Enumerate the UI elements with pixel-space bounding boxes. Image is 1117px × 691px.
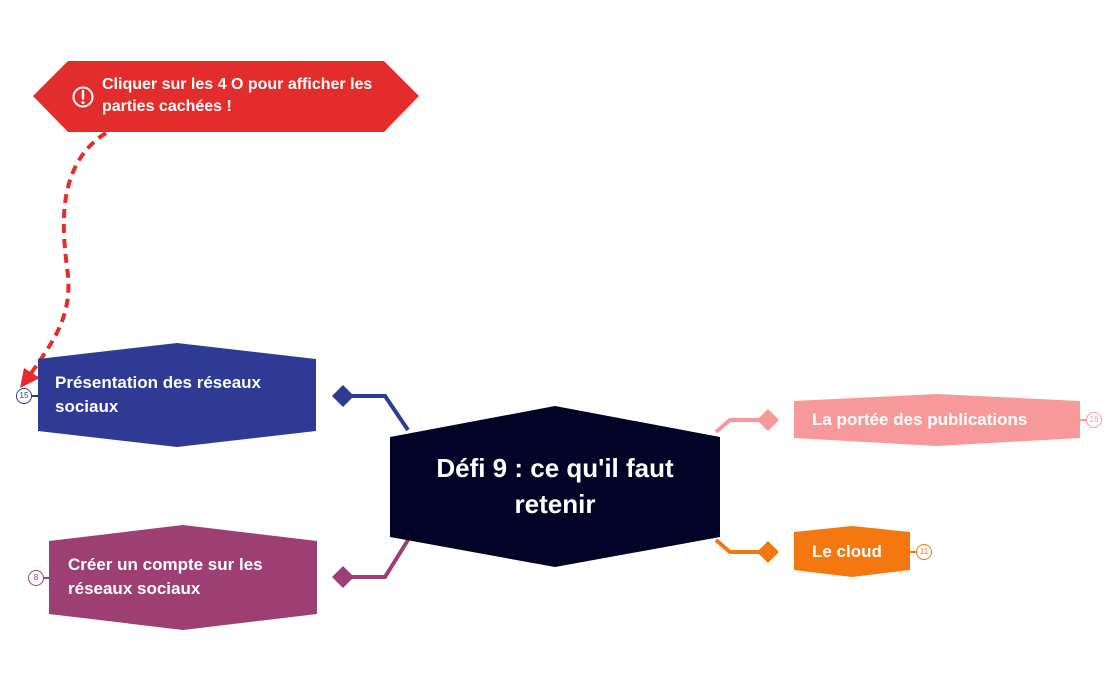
topic-presentation-shape[interactable] (38, 343, 316, 447)
expand-badge-creer-compte[interactable]: 8 (28, 570, 44, 586)
expand-badge-portee[interactable]: 16 (1086, 412, 1102, 428)
diamond-creer-compte (332, 566, 354, 588)
topic-creer-compte-label: Créer un compte sur les réseaux sociaux (68, 555, 263, 598)
expand-badge-presentation[interactable]: 15 (16, 388, 32, 404)
topic-portee-label: La portée des publications (812, 410, 1028, 429)
diamond-portee (757, 409, 779, 431)
central-topic-shape[interactable] (390, 406, 720, 567)
connector-presentation (345, 394, 410, 432)
topic-presentation-label: Présentation des réseaux sociaux (55, 373, 261, 416)
relationship-arrowhead (20, 368, 40, 388)
callout-text: Cliquer sur les 4 O pour afficher les pa… (102, 76, 373, 115)
topic-portee-shape[interactable] (794, 394, 1080, 446)
expand-badge-cloud[interactable]: 11 (916, 544, 932, 560)
connector-portee (714, 418, 765, 434)
connector-cloud (714, 538, 765, 554)
central-topic-label: Défi 9 : ce qu'il faut retenir (436, 453, 674, 519)
connector-creer-compte (345, 538, 410, 579)
callout-shape[interactable] (33, 61, 419, 132)
topic-cloud-shape[interactable] (794, 526, 910, 577)
topic-creer-compte-shape[interactable] (49, 525, 317, 630)
relationship-arrow (28, 131, 108, 377)
topic-cloud-label: Le cloud (812, 542, 882, 561)
diamond-cloud (757, 541, 779, 563)
exclamation-icon (72, 86, 94, 108)
diamond-presentation (332, 385, 354, 407)
